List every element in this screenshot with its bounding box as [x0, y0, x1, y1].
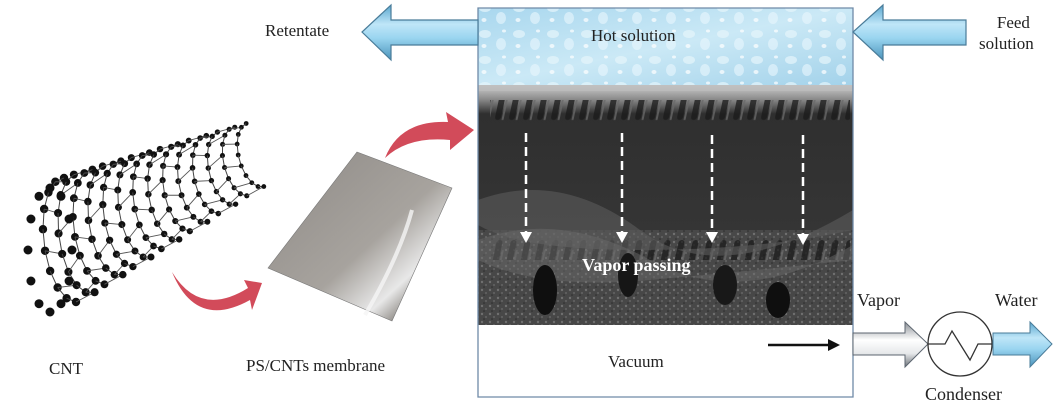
sem-cross-section [478, 85, 853, 325]
process-arrow-icon [385, 112, 474, 158]
cnt-atom [208, 208, 215, 215]
retentate-label: Retentate [265, 21, 330, 40]
cnt-bond [175, 216, 194, 222]
feed-arrow-icon [852, 3, 967, 62]
cnt-bond [149, 153, 167, 166]
retentate-arrow-icon [361, 3, 479, 62]
cnt-atom [26, 214, 36, 224]
cnt-atom [62, 294, 71, 303]
cnt-atom [261, 184, 267, 189]
cnt-bond [204, 199, 223, 205]
cnt-atom [239, 124, 244, 130]
cnt-atom [64, 214, 74, 224]
cnt-atom [175, 236, 183, 243]
cnt-atom [26, 276, 36, 286]
cnt-bond [148, 179, 163, 195]
vapor-label: Vapor [857, 290, 900, 310]
cnt-atom [73, 179, 82, 187]
cnt-atom [196, 191, 202, 197]
cnt-atom [56, 299, 66, 309]
membrane-label: PS/CNTs membrane [246, 356, 386, 375]
vacuum-flow-arrow-icon [768, 339, 840, 351]
feed-solution-label: Feed solution [979, 12, 1034, 54]
macrovoid [533, 265, 557, 315]
cnt-bond [233, 182, 252, 189]
feed-label-line2: solution [979, 34, 1034, 53]
cnt-atom [189, 165, 196, 171]
cnt-atom [118, 221, 126, 229]
cnt-atom [45, 307, 55, 317]
cnt-bond [156, 209, 170, 224]
condenser-label: Condenser [925, 384, 1002, 404]
cnt-bond [186, 193, 200, 208]
water-droplets-texture [478, 8, 853, 85]
feed-label-line1: Feed [996, 13, 1030, 32]
cnt-atom [90, 288, 99, 297]
cnt-bond [194, 180, 212, 182]
cnt-atom [67, 245, 77, 255]
vapor-outlet-arrow-icon [852, 320, 929, 369]
cnt-atom [45, 183, 55, 193]
macrovoid [618, 253, 638, 297]
vacuum-label: Vacuum [608, 352, 664, 371]
membrane-sheet-icon [267, 151, 453, 322]
cnt-atom [23, 245, 33, 255]
cnt-atom [34, 191, 44, 201]
vapor-passing-label: Vapor passing [582, 255, 691, 275]
cnt-atom [119, 270, 127, 279]
macrovoid [766, 282, 790, 318]
cnt-bond [224, 165, 242, 168]
cnt-atom [56, 191, 66, 201]
cnt-bond [178, 144, 196, 156]
cnt-bond [189, 221, 208, 232]
cnt-atom [232, 201, 239, 207]
vacuum-region [478, 325, 853, 397]
macrovoid [713, 265, 737, 305]
cnt-label: CNT [49, 359, 83, 378]
water-outlet-arrow-icon [992, 320, 1053, 369]
process-arrow-icon [172, 272, 262, 311]
cnt-bond [216, 178, 229, 192]
carbon-nanotube-icon [23, 121, 267, 317]
vapor-flow-arrows [524, 133, 805, 234]
water-label: Water [995, 290, 1038, 310]
cnt-atom [147, 253, 155, 261]
membrane-module [477, 7, 854, 398]
cnt-bond [208, 134, 226, 145]
hot-solution-label: Hot solution [591, 26, 676, 45]
cnt-atom [64, 276, 74, 286]
cnt-bond [118, 192, 134, 208]
cnt-atom [215, 210, 222, 217]
cnt-bond [246, 186, 265, 197]
cnt-atom [158, 245, 165, 253]
cnt-bond [161, 238, 180, 250]
cnt-bond [218, 203, 236, 214]
cnt-atom [34, 299, 44, 309]
cnt-bond [207, 155, 223, 169]
condenser-icon [927, 311, 993, 377]
cnt-atom [209, 133, 215, 140]
cnt-bond [178, 167, 193, 182]
cnt-atom [204, 218, 211, 225]
